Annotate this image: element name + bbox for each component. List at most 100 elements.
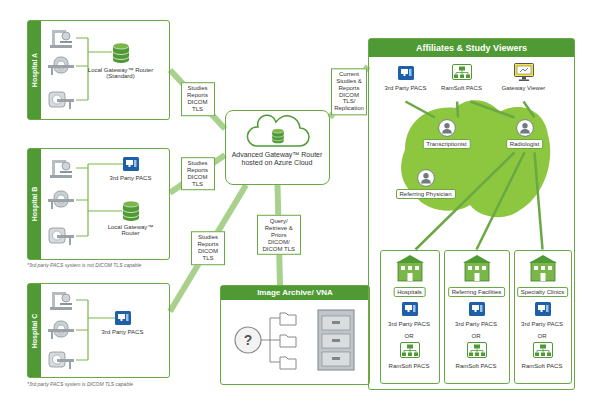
facility-box: Referring Facilities 3rd Party PACS OR RamS… [444, 250, 510, 384]
node-label: OR [445, 333, 508, 340]
hospital-box: Hospital A Local Gateway™ Router (Standar… [27, 20, 170, 120]
ct-symbol [48, 191, 74, 209]
ramsoft-symbol [534, 343, 553, 358]
person-symbol [517, 120, 534, 137]
node-label: 3rd Party PACS [384, 85, 428, 92]
connector-line [477, 152, 525, 249]
node-label: Local Gateway™ Router [100, 224, 162, 238]
band-label: Hospital A [30, 53, 38, 87]
node-label: RamSoft PACS [515, 363, 570, 370]
name-tag: Transcriptionist [422, 139, 470, 150]
xray-symbol [50, 160, 72, 178]
name-tag: Referring Facilities [448, 287, 506, 298]
connector-line [170, 155, 225, 193]
folder-tree [261, 318, 280, 362]
xray-symbol [50, 292, 72, 310]
mri-symbol [49, 92, 74, 109]
ct-symbol [48, 57, 74, 75]
folder-symbol [280, 313, 296, 325]
ramsoft-symbol [401, 343, 420, 358]
footnote: *3rd party PACS system is DICOM TLS capa… [27, 381, 133, 387]
band-label: Hospital B [30, 187, 38, 222]
affiliates-panel: 3rd Party PACS RamSoft PACS Gateway Viewer… [368, 38, 575, 390]
edge-label: Studies Reports DICOM TLS [181, 83, 215, 117]
mri-symbol [49, 352, 74, 369]
hospital-box: Hospital B 3rd Party PACS Local Gateway™ R… [27, 148, 170, 260]
database-symbol [113, 43, 129, 63]
archive-illustration [235, 310, 354, 370]
building-symbol [529, 255, 557, 281]
pacs-symbol [398, 66, 414, 80]
user-role: Transcriptionist [418, 118, 476, 153]
cloud-icon [247, 115, 309, 146]
pacs-system: 3rd Party PACS [88, 308, 158, 348]
gateway-router: Local Gateway™ Router (Standard) [85, 40, 157, 95]
unknown-circle [235, 327, 261, 353]
person-symbol [418, 170, 435, 187]
node-label: 3rd Party PACS [88, 329, 158, 336]
connector-line [330, 66, 368, 117]
hospital-box: Hospital C 3rd Party PACS [27, 283, 170, 378]
facility-box: Specialty Clinics 3rd Party PACS OR RamSoft… [514, 250, 572, 384]
cabinet-handle [332, 357, 340, 360]
band-label: Hospital C [30, 313, 38, 348]
person-symbol [439, 120, 456, 137]
pacs-system: 3rd Party PACS [384, 64, 428, 102]
node-label: Gateway Viewer [500, 85, 548, 92]
cabinet-drawer [322, 352, 350, 366]
node-label: 3rd Party PACS [515, 321, 570, 328]
node-label: RamSoft PACS [440, 85, 484, 92]
node-label: OR [515, 333, 570, 340]
connector-line [470, 102, 514, 118]
name-tag: Specialty Clinics [517, 287, 569, 298]
node-label: Local Gateway™ Router (Standard) [85, 67, 157, 81]
user-role: Referring Physician [393, 168, 459, 203]
user-role: Radiologist [500, 118, 550, 153]
node-label: 3rd Party PACS [445, 321, 508, 328]
mri-symbol [49, 228, 74, 245]
connector-line [457, 102, 458, 118]
hospital-band: Hospital C [28, 284, 41, 377]
edge-label: Query/ Retrieve & Priors DICOM/ DICOM TL… [257, 215, 301, 255]
connector-line [535, 152, 543, 249]
pacs-symbol [469, 302, 485, 316]
edge-label: Studies Reports DICOM TLS [191, 231, 225, 265]
node-label: 3rd Party PACS [381, 321, 438, 328]
node-label: RamSoft PACS [445, 363, 508, 370]
folder-symbol [280, 335, 296, 347]
viewer-symbol [515, 64, 534, 82]
cabinet-handle [332, 321, 340, 324]
ct-symbol [48, 321, 74, 339]
region-map [401, 100, 550, 217]
connector-line [406, 102, 435, 118]
panel-heading: Affiliates & Study Viewers [369, 39, 574, 57]
connector-line [524, 102, 535, 118]
hospital-band: Hospital A [28, 21, 41, 119]
database-symbol [123, 201, 139, 221]
name-tag: Referring Physician [395, 189, 455, 200]
connector-line [170, 70, 225, 129]
cabinet-handle [332, 339, 340, 342]
facility-box: Hospitals3rd Party PACSORRamSoft PACS [380, 250, 440, 384]
edge-label: Current Studies & Reports DICOM TLS/ Rep… [331, 68, 367, 115]
folder-symbol [280, 357, 296, 369]
edge-label: Studies Reports DICOM TLS [181, 157, 215, 191]
ramsoft-symbol [468, 343, 487, 358]
node-label: RamSoft PACS [381, 363, 438, 370]
pacs-system: 3rd Party PACS [100, 155, 162, 191]
name-tag: Radiologist [506, 139, 544, 150]
database-symbol [272, 129, 284, 144]
cabinet-body [318, 310, 354, 370]
building-symbol [396, 255, 424, 281]
cabinet-drawer [322, 316, 350, 330]
footnote: *3rd party PACS system is not DICOM TLS … [27, 262, 141, 268]
pacs-system: RamSoft PACS [440, 62, 484, 102]
building-symbol [463, 255, 491, 281]
archive-box: Image Archive/ VNA [220, 285, 370, 385]
pacs-symbol [115, 311, 131, 325]
affiliates-illustration [396, 64, 557, 358]
gateway-router: Local Gateway™ Router [100, 198, 162, 242]
